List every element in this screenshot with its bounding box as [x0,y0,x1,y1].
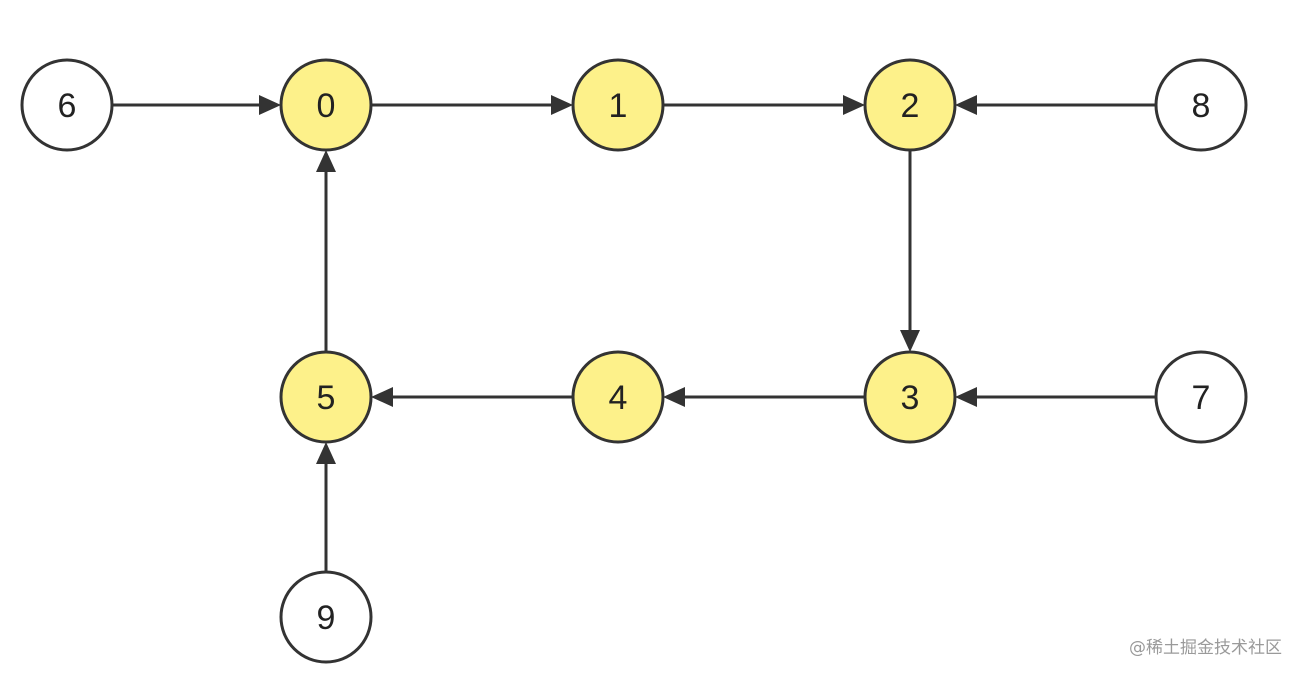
edge-1-to-2 [663,95,865,115]
node-8: 8 [1154,58,1248,152]
node-circle [863,350,957,444]
node-label: 6 [58,87,77,125]
edge-6-to-0 [112,95,281,115]
arrowhead-icon [955,387,977,407]
watermark-text: @稀土掘金技术社区 [1129,638,1282,658]
node-2: 2 [863,58,957,152]
edge-5-to-0 [316,150,336,352]
node-label: 9 [317,599,336,637]
node-9: 9 [279,570,373,664]
arrowhead-icon [316,150,336,172]
edge-0-to-1 [371,95,573,115]
node-3: 3 [863,350,957,444]
node-label: 8 [1192,87,1211,125]
arrowhead-icon [663,387,685,407]
node-label: 1 [609,87,628,125]
arrowhead-icon [316,442,336,464]
node-circle [571,350,665,444]
node-circle [279,58,373,152]
arrowhead-icon [900,330,920,352]
node-circle [571,58,665,152]
node-label: 2 [901,87,920,125]
arrowhead-icon [843,95,865,115]
node-label: 3 [901,379,920,417]
edge-3-to-4 [663,387,865,407]
node-circle [1154,350,1248,444]
node-4: 4 [571,350,665,444]
edge-9-to-5 [316,442,336,572]
nodes-layer: 6 0 1 2 8 5 4 3 7 9 [20,58,1248,664]
node-1: 1 [571,58,665,152]
node-0: 0 [279,58,373,152]
node-5: 5 [279,350,373,444]
node-7: 7 [1154,350,1248,444]
node-label: 4 [609,379,628,417]
edge-4-to-5 [371,387,573,407]
node-circle [279,350,373,444]
node-label: 5 [317,379,336,417]
edge-7-to-3 [955,387,1156,407]
arrowhead-icon [259,95,281,115]
node-6: 6 [20,58,114,152]
node-circle [863,58,957,152]
arrowhead-icon [551,95,573,115]
edges-layer [112,95,1156,572]
arrowhead-icon [955,95,977,115]
arrowhead-icon [371,387,393,407]
node-circle [1154,58,1248,152]
node-circle [20,58,114,152]
node-label: 0 [317,87,336,125]
node-label: 7 [1192,379,1211,417]
edge-2-to-3 [900,150,920,352]
node-circle [279,570,373,664]
edge-8-to-2 [955,95,1156,115]
